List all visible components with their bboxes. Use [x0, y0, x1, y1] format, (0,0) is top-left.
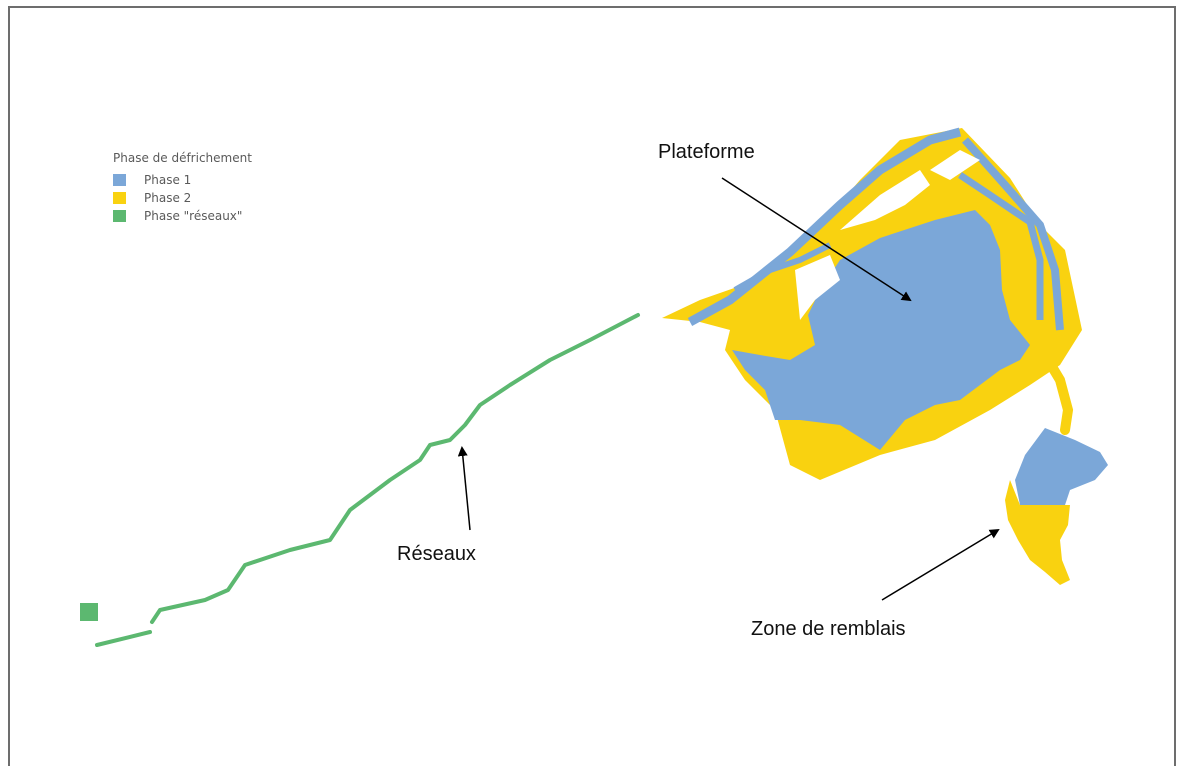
remblais-phase1-zone	[1015, 428, 1108, 505]
plateforme-phase1-strip-north	[687, 127, 962, 326]
plateforme-clearing-2	[795, 255, 840, 320]
legend-swatch-phase-1	[113, 174, 126, 186]
legend-item-phase-2: Phase 2	[113, 189, 252, 207]
legend-swatch-phase-2	[113, 192, 126, 204]
plateforme-phase1-strip-inner	[958, 172, 1044, 320]
connector-strip	[1040, 350, 1074, 435]
arrow-reseaux	[457, 446, 471, 531]
legend-label-phase-1: Phase 1	[144, 173, 192, 187]
map-frame	[8, 6, 1176, 766]
reseaux-square	[80, 603, 98, 621]
plateforme-phase1-strip-east	[962, 137, 1064, 331]
label-zone-de-remblais: Zone de remblais	[751, 618, 906, 640]
reseaux-network	[80, 313, 640, 647]
legend-label-phase-reseaux: Phase "réseaux"	[144, 209, 243, 223]
legend-title: Phase de défrichement	[113, 151, 252, 165]
plateforme-phase1-zone	[732, 210, 1030, 450]
map-legend: Phase de défrichement Phase 1 Phase 2 Ph…	[113, 151, 252, 225]
label-plateforme: Plateforme	[658, 141, 755, 163]
reseaux-line-main	[150, 313, 640, 624]
plateforme-area	[662, 127, 1082, 480]
legend-item-phase-1: Phase 1	[113, 171, 252, 189]
arrow-plateforme	[721, 177, 912, 302]
plateforme-phase1-strip-west	[733, 242, 832, 293]
plateforme-clearing-1	[840, 170, 930, 230]
remblais-phase2-zone	[1005, 480, 1070, 585]
legend-swatch-phase-reseaux	[113, 210, 126, 222]
reseaux-line-end	[95, 630, 152, 647]
label-reseaux: Réseaux	[397, 543, 476, 565]
legend-item-phase-reseaux: Phase "réseaux"	[113, 207, 252, 225]
arrow-remblais	[881, 528, 1000, 601]
remblais-area	[1005, 428, 1108, 585]
plateforme-clearing-3	[930, 150, 980, 180]
legend-label-phase-2: Phase 2	[144, 191, 192, 205]
